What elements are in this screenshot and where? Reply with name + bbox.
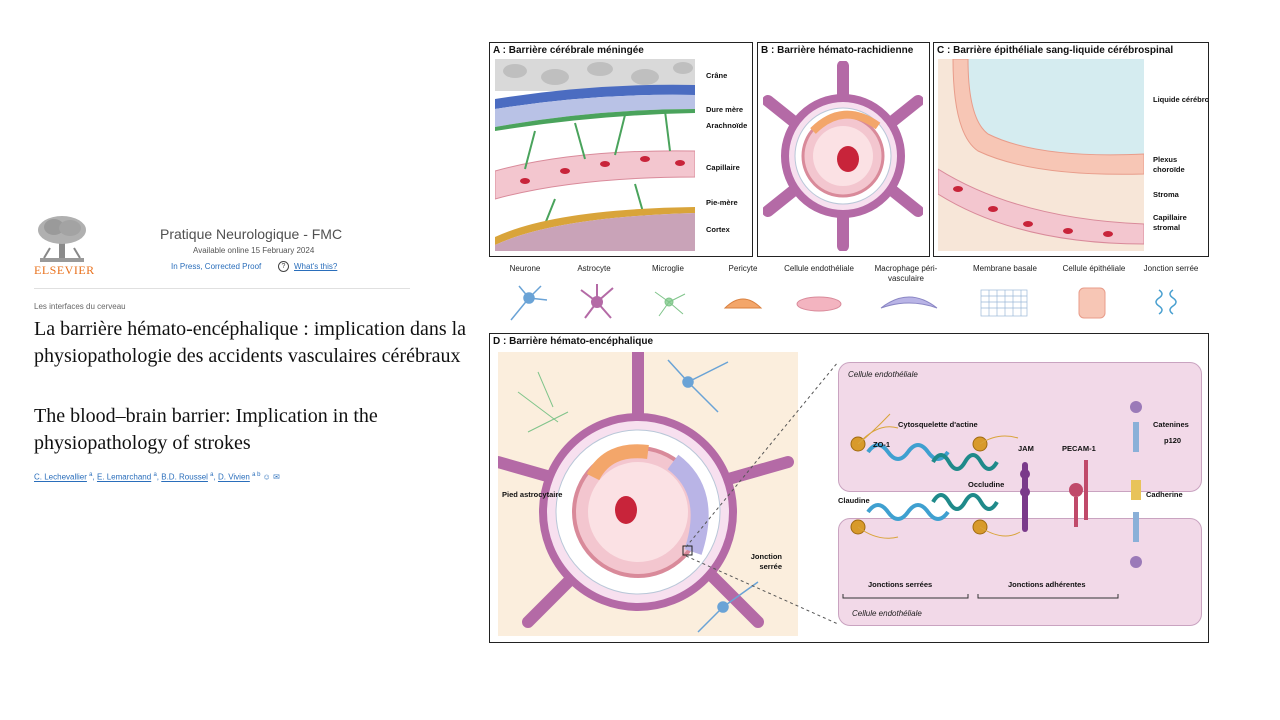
legend-basement-membrane: Membrane basale: [972, 264, 1038, 273]
label-zo1: ZO-1: [873, 440, 891, 449]
publisher-wordmark: ELSEVIER: [34, 263, 95, 277]
panel-a-title: A : Barrière cérébrale méningée: [493, 45, 644, 56]
legend-astrocyte: Astrocyte: [577, 264, 611, 273]
astrocyte-icon: [580, 284, 614, 319]
divider: [34, 288, 410, 289]
label-cadherine: Cadherine: [1146, 490, 1183, 499]
label-stroma: Stroma: [1153, 190, 1179, 199]
neuron-icon: [510, 285, 548, 321]
bbb-vessel-illustration: [498, 352, 798, 636]
label-cell-top: Cellule endothéliale: [848, 370, 918, 379]
legend-epithelial: Cellule épithéliale: [1062, 264, 1126, 273]
label-jam: JAM: [1018, 444, 1034, 453]
availability-date: Available online 15 February 2024: [193, 246, 315, 255]
author-link[interactable]: D. Vivien: [217, 472, 250, 482]
elsevier-tree-logo: [34, 214, 90, 276]
label-plexus: Plexus choroïde: [1153, 155, 1185, 174]
legend-pericyte: Pericyte: [728, 264, 758, 273]
article-title-en: The blood–brain barrier: Implication in …: [34, 405, 378, 454]
endothelial-cell-icon: [796, 296, 842, 312]
author-list: C. Lechevallier a, E. Lemarchand a, B.D.…: [34, 472, 280, 482]
upper-endothelial-cell: [838, 362, 1202, 492]
panel-b-title: B : Barrière hémato-rachidienne: [761, 45, 914, 56]
cell-type-legend: Neurone Astrocyte Microglie Pericyte Cel…: [489, 262, 1209, 324]
lower-endothelial-cell: [838, 518, 1202, 626]
label-claudine: Claudine: [838, 496, 870, 505]
pericyte-icon: [723, 298, 763, 309]
panel-c-title: C : Barrière épithéliale sang-liquide cé…: [937, 45, 1174, 56]
help-icon[interactable]: ?: [278, 261, 289, 272]
article-title-fr: La barrière hémato-encéphalique : implic…: [34, 318, 467, 367]
label-capillaire: Capillaire: [706, 163, 740, 172]
epithelial-cell-icon: [1078, 287, 1106, 319]
label-catenines: Catenines: [1153, 420, 1189, 429]
article-status-link[interactable]: In Press, Corrected Proof: [171, 262, 262, 271]
junction-proteins-illustration: [842, 401, 1142, 599]
panel-b-blood-spinal-barrier: B : Barrière hémato-rachidienne: [757, 42, 930, 257]
legend-endothelial: Cellule endothéliale: [784, 264, 854, 273]
microglia-icon: [654, 291, 686, 317]
label-jonctions-serrees: Jonctions serrées: [868, 580, 933, 589]
author-link[interactable]: B.D. Roussel: [161, 472, 208, 482]
choroid-plexus-illustration: [938, 59, 1144, 251]
legend-microglie: Microglie: [651, 264, 684, 273]
tight-junction-icon: [1155, 289, 1177, 315]
label-jonction-serree: Jonction serrée: [750, 552, 782, 571]
mail-icon[interactable]: ✉: [273, 472, 280, 482]
label-jonctions-adherentes: Jonctions adhérentes: [1008, 580, 1086, 589]
label-capillaire-stromal: Capillaire stromal: [1153, 213, 1187, 232]
section-label: Les interfaces du cerveau: [34, 302, 126, 311]
author-link[interactable]: E. Lemarchand: [96, 472, 152, 482]
basement-membrane-icon: [980, 289, 1028, 317]
label-occludine: Occludine: [968, 480, 1005, 489]
panel-c-epithelial-barrier: C : Barrière épithéliale sang-liquide cé…: [933, 42, 1209, 257]
panel-d-title: D : Barrière hémato-encéphalique: [493, 336, 654, 347]
legend-icons: [510, 284, 1177, 321]
whats-this-link[interactable]: What's this?: [294, 262, 338, 271]
panel-d-blood-brain-barrier: D : Barrière hémato-encéphalique Pied as…: [489, 333, 1209, 643]
panel-a-meningeal-barrier: A : Barrière cérébrale méningée Crâne Du…: [489, 42, 753, 257]
person-icon[interactable]: ☺: [262, 472, 271, 482]
legend-macrophage: Macrophage péri-vasculaire: [874, 264, 938, 283]
label-cortex: Cortex: [706, 225, 730, 234]
label-cell-bottom: Cellule endothéliale: [852, 609, 922, 618]
blood-spinal-illustration: [763, 61, 923, 251]
zoom-lines: [686, 362, 839, 624]
label-arachnoide: Arachnoïde: [706, 121, 748, 130]
label-p120: p120: [1164, 436, 1182, 445]
legend-tight-junction: Jonction serrée: [1143, 264, 1199, 273]
label-pecam: PECAM-1: [1062, 444, 1096, 453]
author-link[interactable]: C. Lechevallier: [34, 472, 87, 482]
meninges-illustration: [495, 59, 695, 251]
macrophage-icon: [880, 296, 938, 309]
junction-zoom-box: Cellule endothéliale Cellule endothélial…: [838, 362, 1202, 626]
label-pie-mere: Pie-mère: [706, 198, 738, 207]
label-cytosquelette: Cytosquelette d'actine: [898, 420, 978, 429]
label-pied-astrocytaire: Pied astrocytaire: [502, 490, 563, 499]
label-dure-mere: Dure mère: [706, 105, 744, 114]
label-csf: Liquide cérébrospinal: [1153, 95, 1209, 104]
label-crane: Crâne: [706, 71, 728, 80]
legend-neurone: Neurone: [509, 264, 541, 273]
journal-title[interactable]: Pratique Neurologique - FMC: [160, 226, 343, 242]
